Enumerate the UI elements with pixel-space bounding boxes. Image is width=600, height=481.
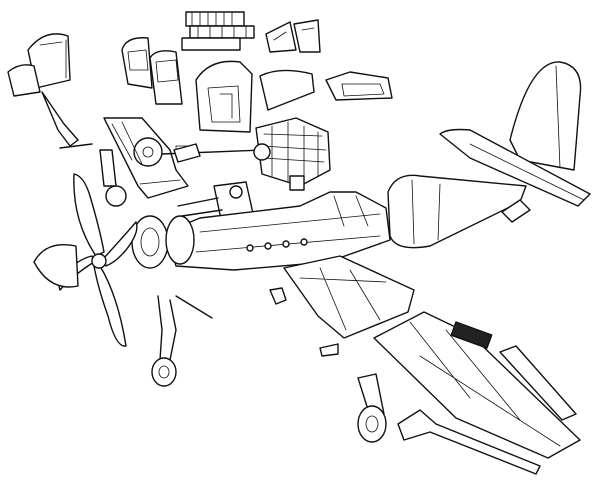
vertical-tail-fin [509, 61, 582, 171]
cannon-barrel [397, 409, 541, 475]
propeller-spinner [33, 244, 79, 288]
wing-flap [499, 345, 577, 421]
reduction-gearbox [131, 215, 195, 269]
canopy-side-panel [7, 64, 41, 97]
nose-gear-strut [151, 295, 213, 387]
main-landing-gear [357, 373, 387, 443]
nose-landing-gear [99, 149, 127, 207]
canopy-rear-panel [27, 33, 71, 89]
canopy-frame [325, 71, 393, 101]
window-panels [265, 19, 321, 53]
wing-center-section [283, 255, 415, 339]
propeller [58, 173, 138, 347]
horizontal-stabilizer [439, 128, 591, 207]
nose-gear-door [173, 143, 201, 163]
small-fittings [269, 287, 339, 357]
cockpit-door-left [121, 37, 153, 89]
ammo-box [450, 321, 493, 349]
pilot-seat-armor [195, 60, 253, 133]
antenna-mast [41, 91, 93, 149]
center-fuselage [165, 191, 391, 271]
nose-section [103, 117, 189, 199]
engine [253, 117, 331, 191]
cockpit-door-right [149, 50, 183, 105]
engine-cowl-panels [181, 11, 255, 51]
tail-wheel-door [501, 199, 531, 223]
armor-plate [259, 69, 315, 111]
right-wing [373, 311, 581, 459]
